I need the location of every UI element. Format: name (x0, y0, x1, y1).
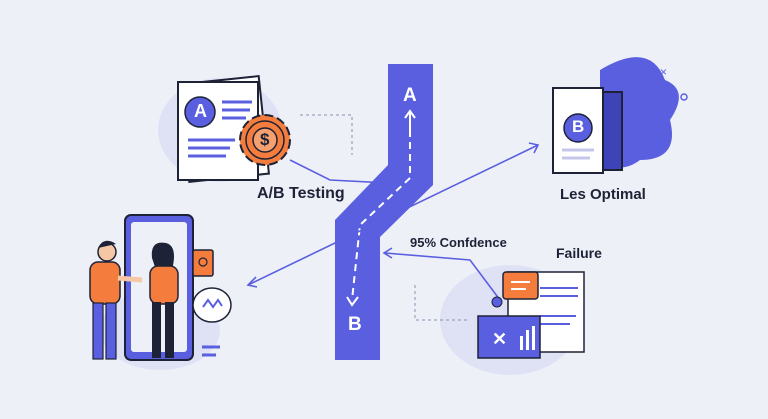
sparkle-dot (680, 93, 688, 101)
dashed-guide-a (300, 114, 353, 155)
arrow-to-optimal-head (528, 142, 540, 154)
person-man (89, 240, 143, 360)
arrow-to-path (289, 159, 389, 184)
mini-bar (526, 330, 529, 350)
arrow-from-failure (384, 252, 501, 301)
sparkle-x: × (660, 65, 667, 79)
failure-chart-card (477, 315, 541, 359)
dollar-gear-icon (239, 114, 291, 166)
variant-a-letter: A (194, 101, 207, 121)
failure-label: Failure (556, 245, 602, 261)
arrow-to-path-head (381, 177, 392, 189)
failure-pin (491, 296, 503, 308)
decision-path (335, 64, 433, 360)
held-card-icon (192, 249, 214, 277)
variant-b-letter: B (572, 117, 585, 136)
variant-b-badge (563, 113, 593, 143)
person-woman (149, 242, 179, 358)
arrow-to-people-head (246, 276, 258, 288)
failure-x-icon: ✕ (492, 329, 507, 349)
path-letter-b: B (348, 314, 362, 335)
mini-bar (532, 326, 535, 350)
confidence-label: 95% Confdence (410, 235, 507, 250)
variant-a-badge (184, 96, 216, 128)
arrow-to-optimal (247, 144, 539, 286)
down-arrow-head (346, 296, 359, 307)
coin-symbol: $ (260, 130, 270, 149)
mini-bar (520, 336, 523, 350)
path-letter-a: A (403, 85, 417, 106)
arrow-from-failure-head (382, 247, 393, 259)
wave-line (202, 298, 223, 309)
path-dashed-line (351, 118, 411, 301)
chat-bubble-icon (502, 271, 539, 300)
less-optimal-label: Les Optimal (560, 186, 646, 203)
up-arrow-head (404, 109, 416, 119)
ab-testing-label: A/B Testing (257, 185, 345, 202)
held-card-dot (198, 257, 208, 267)
